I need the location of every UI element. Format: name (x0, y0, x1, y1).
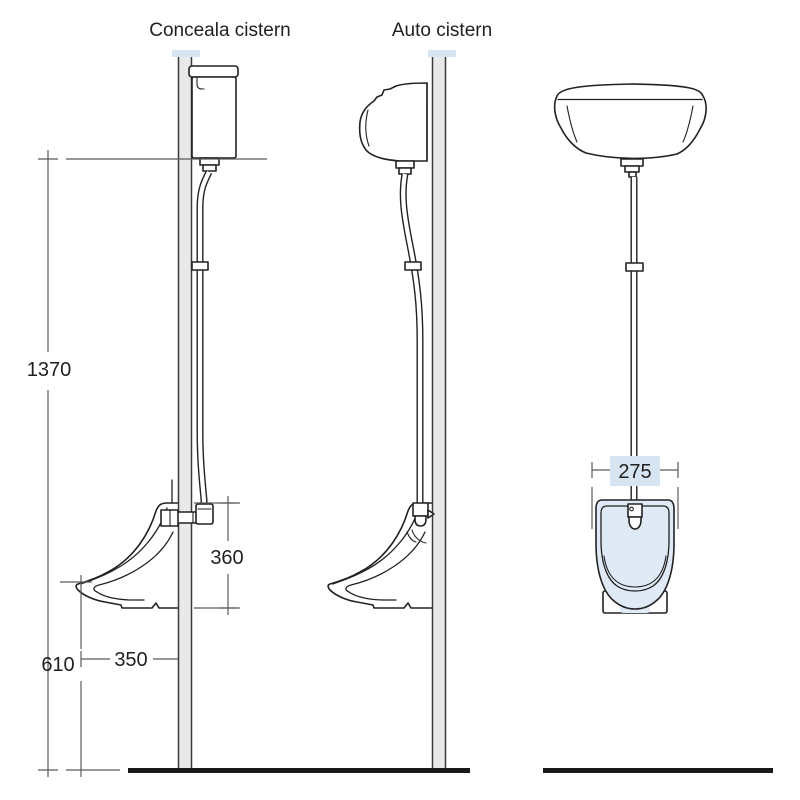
shade-line-right (682, 105, 694, 143)
outlet-neck (624, 165, 640, 173)
screw-detail (629, 506, 634, 512)
rim-line (600, 505, 670, 592)
outlet-stub (628, 171, 637, 178)
pipe-union-joint (404, 261, 422, 271)
urinal-bowl-face (595, 499, 675, 610)
spreader-dome (628, 516, 642, 530)
title-auto-cistern: Auto cistern (392, 20, 492, 41)
highlight-bar-left (172, 50, 200, 57)
cistern-lid (188, 65, 239, 78)
dimension-1370: 1370 (27, 150, 267, 777)
title-conceala-cistern: Conceala cistern (149, 20, 291, 41)
floor-line-left (128, 768, 470, 773)
urinal-front (595, 499, 675, 614)
flow-line (411, 529, 427, 544)
conceala-side-view (75, 57, 239, 769)
pipe-union-joint (625, 262, 644, 272)
cistern-notch-detail (196, 76, 205, 90)
dim-label-275: 275 (618, 461, 651, 483)
shade-line-left (566, 105, 578, 143)
through-wall-connection (160, 503, 214, 527)
elbow-fitting (195, 503, 214, 525)
wall-clip (427, 509, 435, 519)
front-view: 275 (553, 83, 707, 614)
conceala-cistern-body (188, 65, 239, 172)
wall-sleeve (176, 511, 199, 524)
conceala-flush-pipe (191, 170, 213, 506)
dim-label-350: 350 (114, 649, 147, 671)
dimension-610: 610 (41, 575, 92, 777)
urinal-side-profile (327, 502, 434, 609)
pipe-union-joint (191, 261, 209, 271)
spreader-dome (414, 515, 427, 527)
outlet-nut (620, 158, 644, 167)
spreader-fitting (406, 502, 435, 544)
cistern-front (553, 83, 707, 178)
urinal-side-profile (75, 479, 182, 609)
flow-line (406, 531, 417, 543)
cistern-shade-line (365, 109, 370, 147)
dim-highlight-box (610, 456, 660, 486)
spreader-fitting (627, 503, 643, 530)
dimension-275: 275 (591, 456, 679, 529)
inner-bowl-line (603, 555, 667, 588)
highlight-bar-right (428, 50, 456, 57)
auto-side-view (327, 57, 447, 769)
dimension-350: 350 (80, 649, 178, 671)
outlet-neck (202, 164, 217, 172)
dim-label-1370: 1370 (27, 359, 72, 381)
outlet-neck (398, 167, 412, 175)
wall-left (177, 57, 193, 769)
dim-label-360: 360 (210, 547, 243, 569)
floor-line-right (543, 768, 773, 773)
auto-cistern-body (358, 82, 428, 175)
cistern-tank (191, 76, 237, 159)
front-flush-pipe (625, 177, 644, 508)
auto-flush-pipe (399, 173, 424, 505)
dimension-360: 360 (194, 496, 244, 615)
wall-middle (431, 57, 447, 769)
dim-label-610: 610 (41, 654, 74, 676)
outlet-nut (395, 160, 415, 169)
